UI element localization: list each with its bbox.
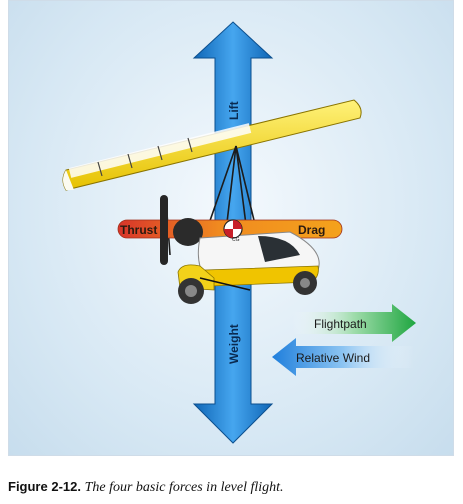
cg-label: CG [232,237,240,243]
weight-label: Weight [227,324,241,364]
figure-caption: Figure 2-12. The four basic forces in le… [8,479,284,496]
flightpath-label: Flightpath [314,317,367,331]
relative-wind-arrow: Relative Wind [272,338,414,376]
wing [62,99,362,191]
trike [160,195,320,304]
relative-wind-label: Relative Wind [296,351,370,365]
figure-description: The four basic forces in level flight. [84,480,284,495]
drag-label: Drag [298,223,325,237]
flightpath-arrow: Flightpath [292,304,416,342]
cg-marker: CG [223,219,243,243]
thrust-label: Thrust [120,223,157,237]
figure-number: Figure 2-12. [8,479,81,494]
lift-label: Lift [227,101,241,120]
